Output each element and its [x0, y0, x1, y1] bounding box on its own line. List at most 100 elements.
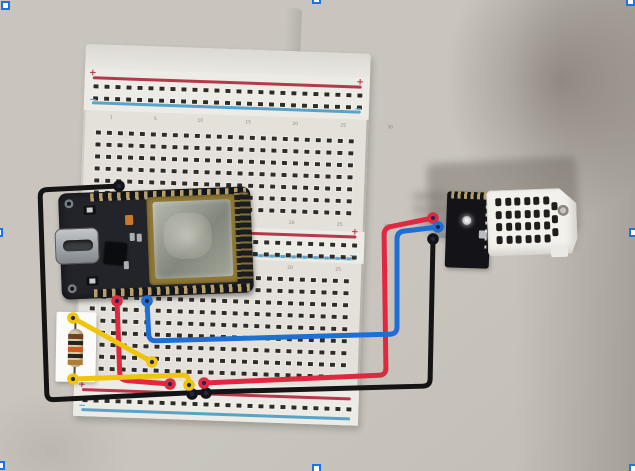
breadboard-hole — [159, 167, 167, 175]
breadboard-hole — [246, 88, 254, 96]
breadboard-hole — [237, 146, 245, 153]
breadboard-hole — [276, 299, 283, 307]
breadboard-hole — [285, 335, 293, 343]
breadboard-hole — [125, 398, 133, 406]
breadboard-hole — [229, 370, 237, 377]
breadboard-hole — [257, 194, 265, 202]
row-number: 20 — [292, 120, 299, 127]
breadboard-hole — [323, 405, 331, 412]
breadboard-hole — [153, 343, 161, 350]
breadboard-hole — [335, 185, 342, 193]
sensor-vent-slot — [495, 198, 501, 206]
breadboard-hole — [92, 397, 100, 404]
handle-top-right[interactable] — [626, 0, 635, 6]
resistor-color-band — [68, 333, 84, 339]
breadboard-hole — [158, 97, 165, 104]
handle-top-center[interactable] — [312, 0, 321, 4]
breadboard-hole — [125, 96, 132, 103]
breadboard-hole — [149, 143, 157, 150]
breadboard-hole — [242, 322, 250, 330]
breadboard-hole — [281, 135, 289, 143]
breadboard-hole — [103, 397, 111, 405]
breadboard-hole — [287, 287, 295, 295]
handle-bottom-center[interactable] — [312, 464, 321, 471]
breadboard-hole — [324, 173, 332, 180]
breadboard-hole — [182, 156, 189, 163]
breadboard-hole — [138, 142, 146, 150]
breadboard-hole — [235, 402, 243, 409]
breadboard-hole — [308, 324, 316, 332]
breadboard-hole — [340, 361, 347, 369]
breadboard-hole — [131, 354, 138, 362]
breadboard-hole — [274, 239, 282, 247]
sensor-vent-slot — [505, 210, 511, 218]
breadboard-hole — [324, 185, 331, 192]
breadboard-hole — [159, 179, 167, 187]
row-number: 20 — [289, 219, 295, 226]
row-number: 25 — [334, 266, 341, 272]
resistor-color-band — [68, 340, 84, 346]
sensor-vent-slot — [543, 209, 549, 217]
breadboard-hole — [164, 355, 171, 363]
breadboard-hole — [310, 276, 317, 284]
row-number: 10 — [197, 117, 204, 123]
breadboard-hole — [288, 275, 295, 283]
breadboard-hole — [88, 305, 96, 312]
breadboard-hole — [302, 184, 309, 192]
breadboard-hole — [158, 399, 166, 407]
breadboard-hole — [268, 403, 276, 411]
breadboard-hole — [165, 307, 173, 315]
breadboard-hole — [263, 347, 271, 354]
sensor-vent-slot — [496, 211, 502, 219]
breadboard-hole — [290, 208, 298, 215]
breadboard-hole — [340, 349, 348, 357]
breadboard-hole — [155, 295, 162, 303]
handle-bottom-right[interactable] — [629, 464, 635, 471]
handle-middle-right[interactable] — [629, 228, 635, 237]
breadboard-hole — [238, 134, 245, 141]
breadboard-hole — [253, 334, 260, 342]
breadboard-hole — [132, 330, 139, 338]
breadboard-hole — [345, 103, 352, 111]
resistor-body — [67, 328, 84, 368]
breadboard-hole — [279, 207, 287, 215]
rail-plus-mark: + — [356, 77, 364, 88]
breadboard-hole — [334, 209, 342, 217]
breadboard-hole — [329, 337, 337, 345]
breadboard-hole — [255, 274, 262, 282]
breadboard-hole — [248, 134, 256, 142]
breadboard-hole — [177, 296, 184, 303]
sensor-vent-slot — [534, 209, 540, 217]
breadboard-hole — [208, 345, 216, 352]
breadboard-hole — [275, 311, 283, 319]
handle-top-left[interactable] — [1, 1, 10, 10]
breadboard-hole — [257, 403, 265, 410]
handle-middle-left[interactable] — [0, 228, 3, 237]
breadboard-hole — [169, 97, 176, 105]
breadboard-hole — [104, 165, 112, 173]
sensor-vent-slot — [505, 198, 511, 206]
breadboard-hole — [197, 344, 205, 352]
breadboard-hole — [299, 276, 306, 284]
handle-bottom-left[interactable] — [0, 461, 5, 470]
breadboard-hole — [181, 168, 189, 175]
breadboard-hole — [230, 346, 238, 353]
rail-plus-mark: + — [88, 68, 97, 79]
breadboard-hole — [254, 286, 262, 294]
breadboard-hole — [301, 90, 309, 97]
breadboard-hole — [99, 317, 107, 325]
breadboard-hole — [328, 373, 336, 381]
breadboard-hole — [104, 177, 112, 185]
breadboard-hole — [121, 330, 128, 337]
breadboard-hole — [219, 357, 226, 365]
breadboard-hole — [268, 101, 275, 108]
breadboard-hole — [251, 370, 259, 378]
breadboard-hole — [144, 294, 151, 302]
breadboard-hole — [296, 336, 304, 343]
breadboard-hole — [137, 166, 145, 174]
smd-capacitor — [136, 233, 142, 242]
breadboard-hole — [329, 349, 337, 357]
breadboard-hole — [105, 141, 113, 149]
breadboard-hole — [220, 333, 227, 341]
